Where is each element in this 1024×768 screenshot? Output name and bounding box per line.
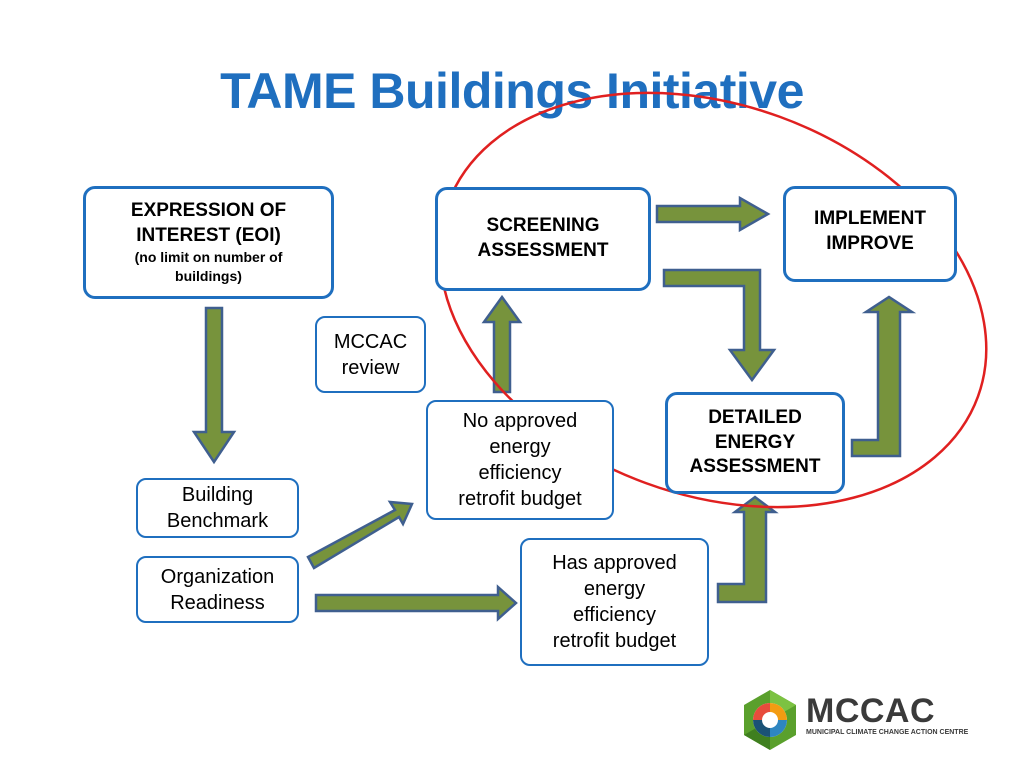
logo-wordmark: MCCAC	[806, 692, 936, 730]
arrow-eoi-to-benchmark	[191, 306, 237, 465]
implement-line1: IMPLEMENT	[814, 208, 926, 229]
no-budget-box: No approved energy efficiency retrofit b…	[426, 400, 614, 520]
mccac-review-line2: review	[341, 356, 400, 379]
arrow-detailed-to-implement	[850, 295, 917, 458]
eoi-box: EXPRESSION OF INTEREST (EOI) (no limit o…	[83, 186, 334, 299]
slide-title: TAME Buildings Initiative	[220, 63, 804, 119]
detailed-line1: DETAILED	[708, 406, 802, 428]
screening-line2: ASSESSMENT	[477, 240, 609, 261]
benchmark-line1: Building	[181, 484, 254, 506]
benchmark-line2: Benchmark	[166, 510, 269, 532]
arrow-screening-to-detailed	[662, 268, 777, 383]
detailed-line3: ASSESSMENT	[689, 456, 821, 478]
implement-line2: IMPROVE	[826, 232, 914, 254]
mccac-logo-icon	[744, 690, 796, 750]
eoi-note1: (no limit on number of	[134, 249, 283, 266]
screening-box: SCREENING ASSESSMENT	[435, 187, 651, 291]
screening-line1: SCREENING	[486, 215, 600, 237]
benchmark-box: Building Benchmark	[136, 478, 299, 538]
arrow-has-budget-to-detailed	[716, 495, 779, 604]
has-budget-line2: energy	[583, 578, 646, 600]
no-budget-line3: efficiency	[478, 462, 562, 484]
arrow-screening-to-implement	[655, 195, 771, 233]
eoi-line2: INTEREST (EOI)	[136, 224, 281, 246]
detailed-line2: ENERGY	[714, 431, 796, 453]
readiness-line2: Readiness	[170, 591, 265, 614]
detailed-box: DETAILED ENERGY ASSESSMENT	[665, 392, 845, 494]
logo-subtitle: MUNICIPAL CLIMATE CHANGE ACTION CENTRE	[806, 729, 969, 736]
no-budget-line2: energy	[489, 436, 551, 458]
no-budget-line1: No approved	[462, 410, 578, 432]
arrow-readiness-to-no-budget	[306, 500, 414, 570]
mccac-review-box: MCCAC review	[315, 316, 426, 393]
has-budget-line3: efficiency	[572, 604, 656, 626]
eoi-line1: EXPRESSION OF	[130, 199, 287, 221]
has-budget-line1: Has approved	[552, 552, 677, 574]
no-budget-line4: retrofit budget	[458, 488, 582, 510]
arrow-no-budget-to-screening	[481, 294, 523, 394]
has-budget-box: Has approved energy efficiency retrofit …	[520, 538, 709, 666]
arrow-readiness-to-has-budget	[314, 584, 518, 622]
implement-box: IMPLEMENT IMPROVE	[783, 186, 957, 282]
has-budget-line4: retrofit budget	[552, 630, 677, 652]
readiness-line1: Organization	[160, 565, 275, 588]
eoi-note2: buildings)	[175, 268, 242, 285]
readiness-box: Organization Readiness	[136, 556, 299, 623]
mccac-review-line1: MCCAC	[333, 330, 408, 353]
